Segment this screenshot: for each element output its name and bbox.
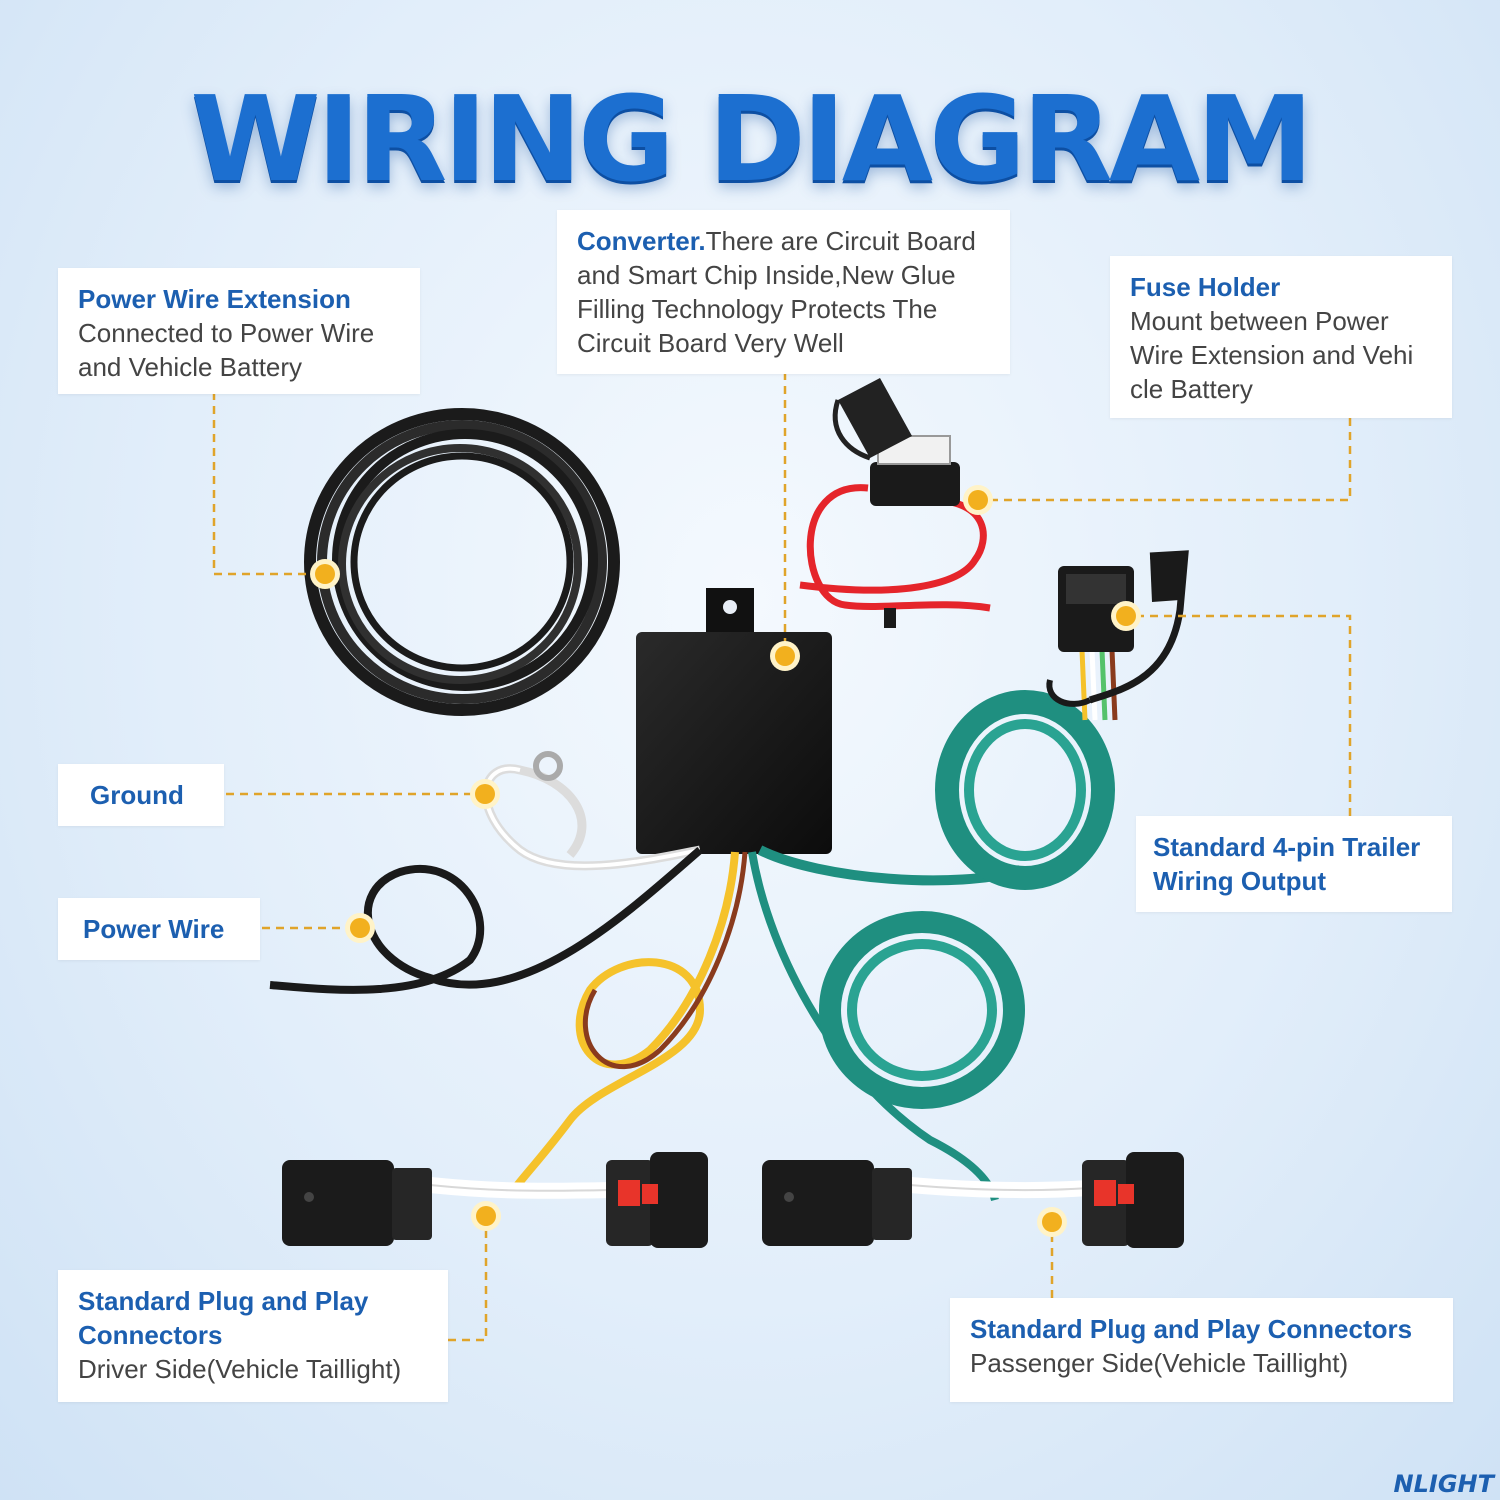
label-ground: Ground xyxy=(58,764,224,826)
label-body: Driver Side(Vehicle Taillight) xyxy=(78,1354,402,1384)
label-passenger-connectors: Standard Plug and Play Connectors Passen… xyxy=(950,1298,1453,1402)
brand-logo: NLIGHT xyxy=(1393,1470,1494,1498)
passenger-side-connectors xyxy=(762,1152,1184,1248)
marker-power-wire-extension xyxy=(310,559,340,589)
marker-power-wire xyxy=(345,913,375,943)
label-trailer-output: Standard 4-pin Trailer Wiring Output xyxy=(1136,816,1452,912)
leader-driver-connectors xyxy=(448,1216,488,1342)
leader-trailer-output xyxy=(1126,614,1352,816)
power-wire xyxy=(269,846,703,994)
marker-passenger-connectors xyxy=(1037,1207,1067,1237)
label-body: Mount between Power Wire Extension and V… xyxy=(1130,306,1414,404)
marker-fuse-holder xyxy=(963,485,993,515)
marker-driver-connectors xyxy=(471,1201,501,1231)
label-power-wire-extension: Power Wire Extension Connected to Power … xyxy=(58,268,420,394)
label-heading: Standard 4-pin Trailer Wiring Output xyxy=(1153,832,1421,896)
label-converter: Converter.There are Circuit Board and Sm… xyxy=(557,210,1010,374)
label-heading: Ground xyxy=(90,780,184,810)
marker-trailer-output xyxy=(1111,601,1141,631)
leader-fuse-holder xyxy=(978,418,1352,502)
leader-power-wire-extension xyxy=(212,392,325,576)
label-power-wire: Power Wire xyxy=(58,898,260,960)
page-title: WIRING DIAGRAM xyxy=(190,70,1313,208)
driver-side-harness-wires xyxy=(429,851,748,1199)
converter-module xyxy=(636,588,832,854)
label-heading: Power Wire xyxy=(83,914,225,944)
label-heading: Standard Plug and Play Connectors xyxy=(78,1286,369,1350)
trailer-4pin-plug xyxy=(1046,550,1189,707)
label-body: Passenger Side(Vehicle Taillight) xyxy=(970,1348,1349,1378)
label-heading: Standard Plug and Play Connectors xyxy=(970,1314,1413,1344)
fuse-holder xyxy=(799,378,991,628)
power-wire-extension-coil xyxy=(304,408,620,716)
label-heading: Converter. xyxy=(577,226,706,256)
trailer-output-wires xyxy=(757,649,1118,890)
marker-dots xyxy=(310,485,1141,1237)
marker-converter xyxy=(770,641,800,671)
marker-ground xyxy=(470,779,500,809)
label-body: Connected to Power Wire and Vehicle Batt… xyxy=(78,318,375,382)
driver-side-connectors xyxy=(282,1152,708,1248)
label-driver-connectors: Standard Plug and Play Connectors Driver… xyxy=(58,1270,448,1402)
label-heading: Power Wire Extension xyxy=(78,284,351,314)
passenger-side-harness-wires xyxy=(748,851,1091,1202)
label-heading: Fuse Holder xyxy=(1130,272,1281,302)
label-body: There are Circuit Board and Smart Chip I… xyxy=(577,226,976,358)
label-fuse-holder: Fuse Holder Mount between Power Wire Ext… xyxy=(1110,256,1452,418)
